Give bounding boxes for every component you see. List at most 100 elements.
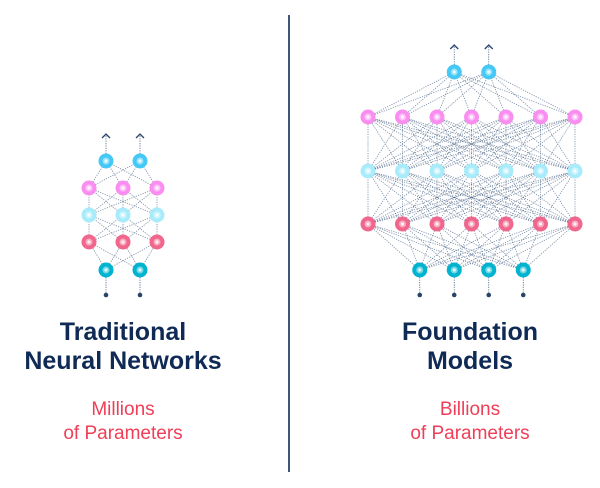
- left-arrow-up-icon: [101, 133, 111, 139]
- right-connection: [436, 223, 490, 271]
- right-connection: [436, 116, 507, 172]
- right-node-center: [573, 222, 577, 226]
- right-connection: [367, 71, 455, 118]
- left-title-line2: Neural Networks: [24, 347, 222, 375]
- right-connection: [505, 170, 576, 225]
- right-node-center: [538, 169, 543, 173]
- right-connection: [367, 116, 472, 172]
- right-connection: [367, 223, 421, 271]
- right-input-dot: [451, 292, 457, 298]
- right-node-center: [538, 115, 543, 119]
- left-node-center: [104, 268, 108, 272]
- right-node-center: [504, 115, 508, 119]
- left-node-center: [87, 213, 91, 217]
- left-connection: [88, 187, 158, 216]
- left-node-center: [155, 240, 159, 244]
- left-connection: [88, 160, 141, 189]
- right-connection: [367, 170, 438, 225]
- right-node-center: [504, 222, 508, 226]
- right-connection: [367, 223, 524, 271]
- right-connection: [402, 116, 472, 172]
- right-connection: [471, 170, 576, 225]
- left-connection: [88, 241, 141, 271]
- left-node-center: [138, 159, 142, 163]
- right-connection: [436, 170, 507, 225]
- right-connection: [367, 223, 455, 271]
- right-node-center: [400, 115, 405, 119]
- right-title: Foundation Models: [330, 318, 600, 376]
- right-node-center: [573, 115, 577, 119]
- right-connection: [367, 170, 472, 225]
- right-subtitle-line1: Billions: [439, 399, 501, 420]
- right-node-center: [452, 268, 456, 272]
- right-node-center: [418, 268, 422, 272]
- left-node-center: [155, 213, 159, 217]
- right-connection: [402, 116, 507, 172]
- right-node-center: [435, 115, 439, 119]
- right-connection: [522, 223, 541, 271]
- right-connection: [367, 116, 403, 172]
- right-node-center: [469, 222, 474, 226]
- right-connection: [436, 116, 576, 172]
- left-node-center: [121, 240, 125, 244]
- left-input-dot: [137, 292, 143, 298]
- right-connection: [367, 116, 576, 172]
- right-node-center: [452, 70, 456, 74]
- right-connection: [453, 71, 472, 118]
- right-connection: [436, 116, 541, 172]
- divider: [288, 15, 290, 472]
- left-subtitle-line2: of Parameters: [63, 423, 183, 444]
- left-node-center: [138, 268, 142, 272]
- right-node-center: [487, 268, 491, 272]
- right-connection: [402, 116, 541, 172]
- right-connection: [436, 170, 541, 225]
- left-node-center: [87, 240, 91, 244]
- right-connection: [402, 170, 472, 225]
- right-node-center: [538, 222, 543, 226]
- right-connection: [436, 71, 455, 118]
- right-connection: [367, 116, 507, 172]
- right-title-line1: Foundation: [401, 318, 539, 346]
- right-node-center: [435, 169, 439, 173]
- right-connection: [471, 170, 541, 225]
- left-node-center: [87, 186, 91, 190]
- right-node-center: [521, 268, 525, 272]
- right-connection: [488, 71, 576, 118]
- right-node-center: [469, 169, 474, 173]
- right-node-center: [366, 222, 370, 226]
- right-connection: [367, 116, 438, 172]
- left-node-center: [121, 213, 125, 217]
- right-arrow-up-icon: [449, 44, 459, 50]
- right-connection: [402, 223, 489, 271]
- right-node-center: [366, 169, 370, 173]
- left-connection: [105, 160, 158, 189]
- right-connection: [505, 116, 576, 172]
- left-subtitle-line1: Millions: [91, 399, 155, 420]
- left-connection: [88, 214, 158, 243]
- right-input-dot: [417, 292, 423, 298]
- right-input-dot: [520, 292, 526, 298]
- right-arrow-up-icon: [484, 44, 494, 50]
- left-node-center: [155, 186, 159, 190]
- right-connection: [540, 116, 576, 172]
- right-connection: [471, 116, 576, 172]
- left-node-center: [121, 186, 125, 190]
- right-connection: [402, 71, 455, 118]
- left-input-dot: [103, 292, 109, 298]
- right-connection: [471, 116, 541, 172]
- left-subtitle: Millions of Parameters: [0, 398, 263, 446]
- right-input-dot: [486, 292, 492, 298]
- left-connection: [105, 241, 158, 271]
- right-node-center: [366, 115, 370, 119]
- right-connection: [540, 170, 576, 225]
- right-connection: [522, 223, 576, 271]
- right-connection: [367, 170, 576, 225]
- right-node-center: [400, 222, 405, 226]
- right-connection: [453, 71, 507, 118]
- right-node-center: [504, 169, 508, 173]
- right-title-line2: Models: [426, 347, 514, 375]
- right-node-center: [469, 115, 474, 119]
- right-connection: [402, 223, 455, 271]
- right-connection: [471, 223, 524, 271]
